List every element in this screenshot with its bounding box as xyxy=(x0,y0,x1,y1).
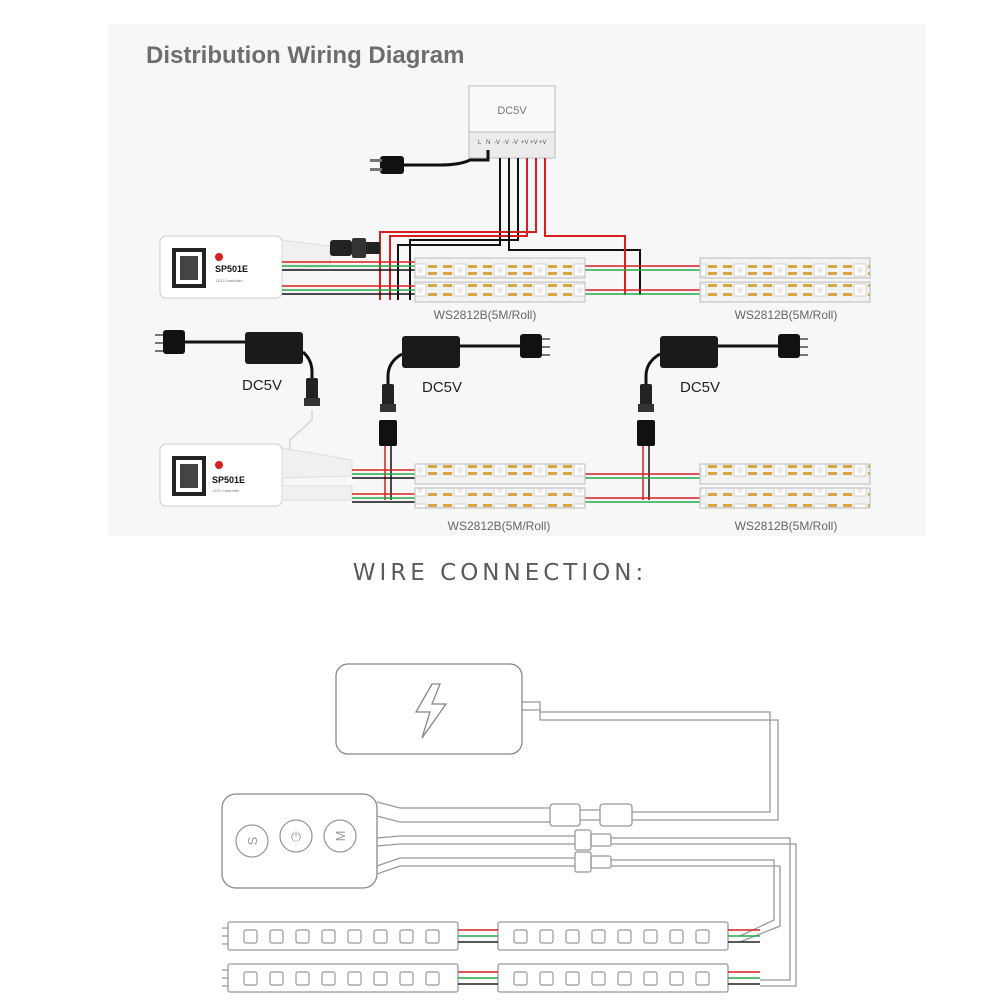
svg-text:+V: +V xyxy=(521,140,529,146)
strip-label-2: WS2812B(5M/Roll) xyxy=(735,308,838,322)
led-chip xyxy=(425,929,440,944)
controller-output-wires-2 xyxy=(352,469,700,503)
bottom-strip-wires xyxy=(458,929,760,985)
power-adapter-2 xyxy=(379,334,550,446)
adapter-label-3: DC5V xyxy=(680,379,720,396)
led-chip xyxy=(269,929,284,944)
remote-button-power xyxy=(279,819,313,853)
led-chip xyxy=(643,971,658,986)
led-chip xyxy=(617,971,632,986)
led-strips-row1 xyxy=(414,257,871,303)
led-chip xyxy=(513,929,528,944)
controller-model: SP501E xyxy=(215,264,248,274)
ac-plug-top xyxy=(370,150,490,174)
power-supply-label: DC5V xyxy=(497,105,527,117)
power-adapter-3 xyxy=(637,334,808,446)
led-chip xyxy=(243,971,258,986)
led-chip xyxy=(539,929,554,944)
led-chip xyxy=(669,929,684,944)
controller-sp501e-2: SP501E LED Controller xyxy=(159,443,353,507)
led-chip xyxy=(347,971,362,986)
led-chip xyxy=(565,971,580,986)
dc-jack xyxy=(330,238,380,258)
diagram-title: Distribution Wiring Diagram xyxy=(146,42,465,69)
led-chip xyxy=(373,971,388,986)
led-strips-row2 xyxy=(414,463,871,509)
led-chip xyxy=(243,929,258,944)
led-chip xyxy=(295,971,310,986)
led-chip xyxy=(539,971,554,986)
wire-connection-title: WIRE CONNECTION: xyxy=(352,560,648,586)
svg-text:LED Controller: LED Controller xyxy=(213,488,240,493)
adapter-label-2: DC5V xyxy=(422,379,462,396)
led-chip xyxy=(695,929,710,944)
led-chip xyxy=(399,929,414,944)
remote-button-m xyxy=(323,819,357,853)
lightning-icon xyxy=(414,683,448,739)
remote-box xyxy=(221,793,378,889)
controller-output-wires-1 xyxy=(282,261,700,295)
led-chip xyxy=(617,929,632,944)
led-chip xyxy=(669,971,684,986)
led-chip xyxy=(513,971,528,986)
power-box xyxy=(335,663,523,755)
remote-m-label: M xyxy=(333,831,348,842)
led-chip xyxy=(643,929,658,944)
led-chip xyxy=(591,929,606,944)
controller-sp501e-1: SP501E LED Controller xyxy=(159,235,331,299)
svg-text:-V: -V xyxy=(503,140,509,146)
terminal-labels: L N -V -V -V +V +V +V xyxy=(478,140,547,146)
strip-label-3: WS2812B(5M/Roll) xyxy=(448,519,551,533)
svg-text:LED Controller: LED Controller xyxy=(216,278,243,283)
led-chip xyxy=(321,929,336,944)
led-chip xyxy=(425,971,440,986)
adapter-drop-wires xyxy=(384,446,650,500)
svg-text:-V: -V xyxy=(512,140,518,146)
led-chip xyxy=(295,929,310,944)
led-chip xyxy=(565,929,580,944)
svg-text:L: L xyxy=(478,140,482,146)
strip-label-4: WS2812B(5M/Roll) xyxy=(735,519,838,533)
power-icon: ⏻ xyxy=(291,829,301,844)
strip-label-1: WS2812B(5M/Roll) xyxy=(434,308,537,322)
svg-text:SP501E: SP501E xyxy=(212,475,245,485)
svg-text:N: N xyxy=(486,140,490,146)
remote-button-s xyxy=(235,824,269,858)
adapter-label-1: DC5V xyxy=(242,377,282,394)
svg-text:-V: -V xyxy=(494,140,500,146)
remote-s-label: S xyxy=(245,836,260,845)
power-supply: DC5V L N -V -V -V +V +V +V xyxy=(468,85,556,159)
psu-wires xyxy=(379,158,641,300)
led-chip xyxy=(399,971,414,986)
svg-text:+V: +V xyxy=(539,140,547,146)
led-chip xyxy=(695,971,710,986)
led-chip xyxy=(321,971,336,986)
led-chip xyxy=(347,929,362,944)
svg-text:+V: +V xyxy=(530,140,538,146)
led-chip xyxy=(373,929,388,944)
bottom-strip-leds xyxy=(243,929,710,986)
led-chip xyxy=(269,971,284,986)
power-adapter-1 xyxy=(155,330,320,460)
led-chip xyxy=(591,971,606,986)
